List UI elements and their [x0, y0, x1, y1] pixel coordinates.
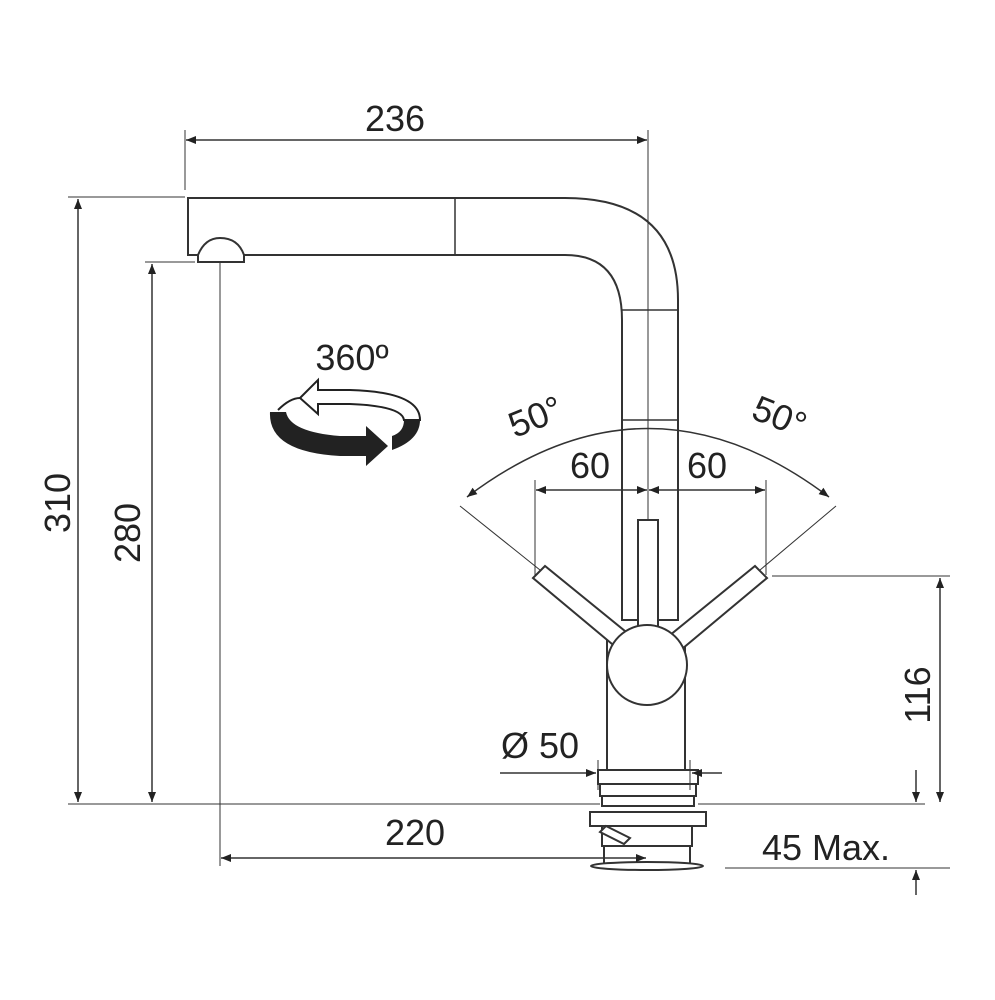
dimension-lever-offset: 60 60 [534, 445, 767, 575]
dimension-base-diameter: Ø 50 [500, 725, 722, 790]
rotation-arrow-icon [269, 412, 388, 466]
label-lever-height: 116 [897, 666, 938, 723]
rotation-indicator: 360º [269, 337, 422, 466]
dimension-spout-reach: 236 [184, 98, 649, 520]
label-angle-left: 50° [502, 387, 568, 445]
label-spout-height: 280 [107, 503, 148, 563]
label-max-thickness: 45 Max. [762, 827, 890, 868]
label-total-height: 310 [37, 473, 78, 533]
label-base-to-outlet: 220 [385, 812, 445, 853]
dimension-total-height: 310 [37, 196, 185, 802]
faucet-outline [187, 197, 769, 871]
dimension-lever-height: 116 [772, 575, 950, 802]
label-base-diameter: Ø 50 [501, 725, 579, 766]
label-spout-reach: 236 [365, 98, 425, 139]
dimension-spout-height: 280 [107, 261, 195, 802]
label-angle-right: 50° [747, 387, 813, 445]
label-offset-right: 60 [687, 445, 727, 486]
dimension-max-thickness: 45 Max. [725, 770, 950, 895]
label-offset-left: 60 [570, 445, 610, 486]
dimension-base-to-outlet: 220 [219, 262, 646, 866]
label-rotation: 360º [315, 337, 388, 378]
